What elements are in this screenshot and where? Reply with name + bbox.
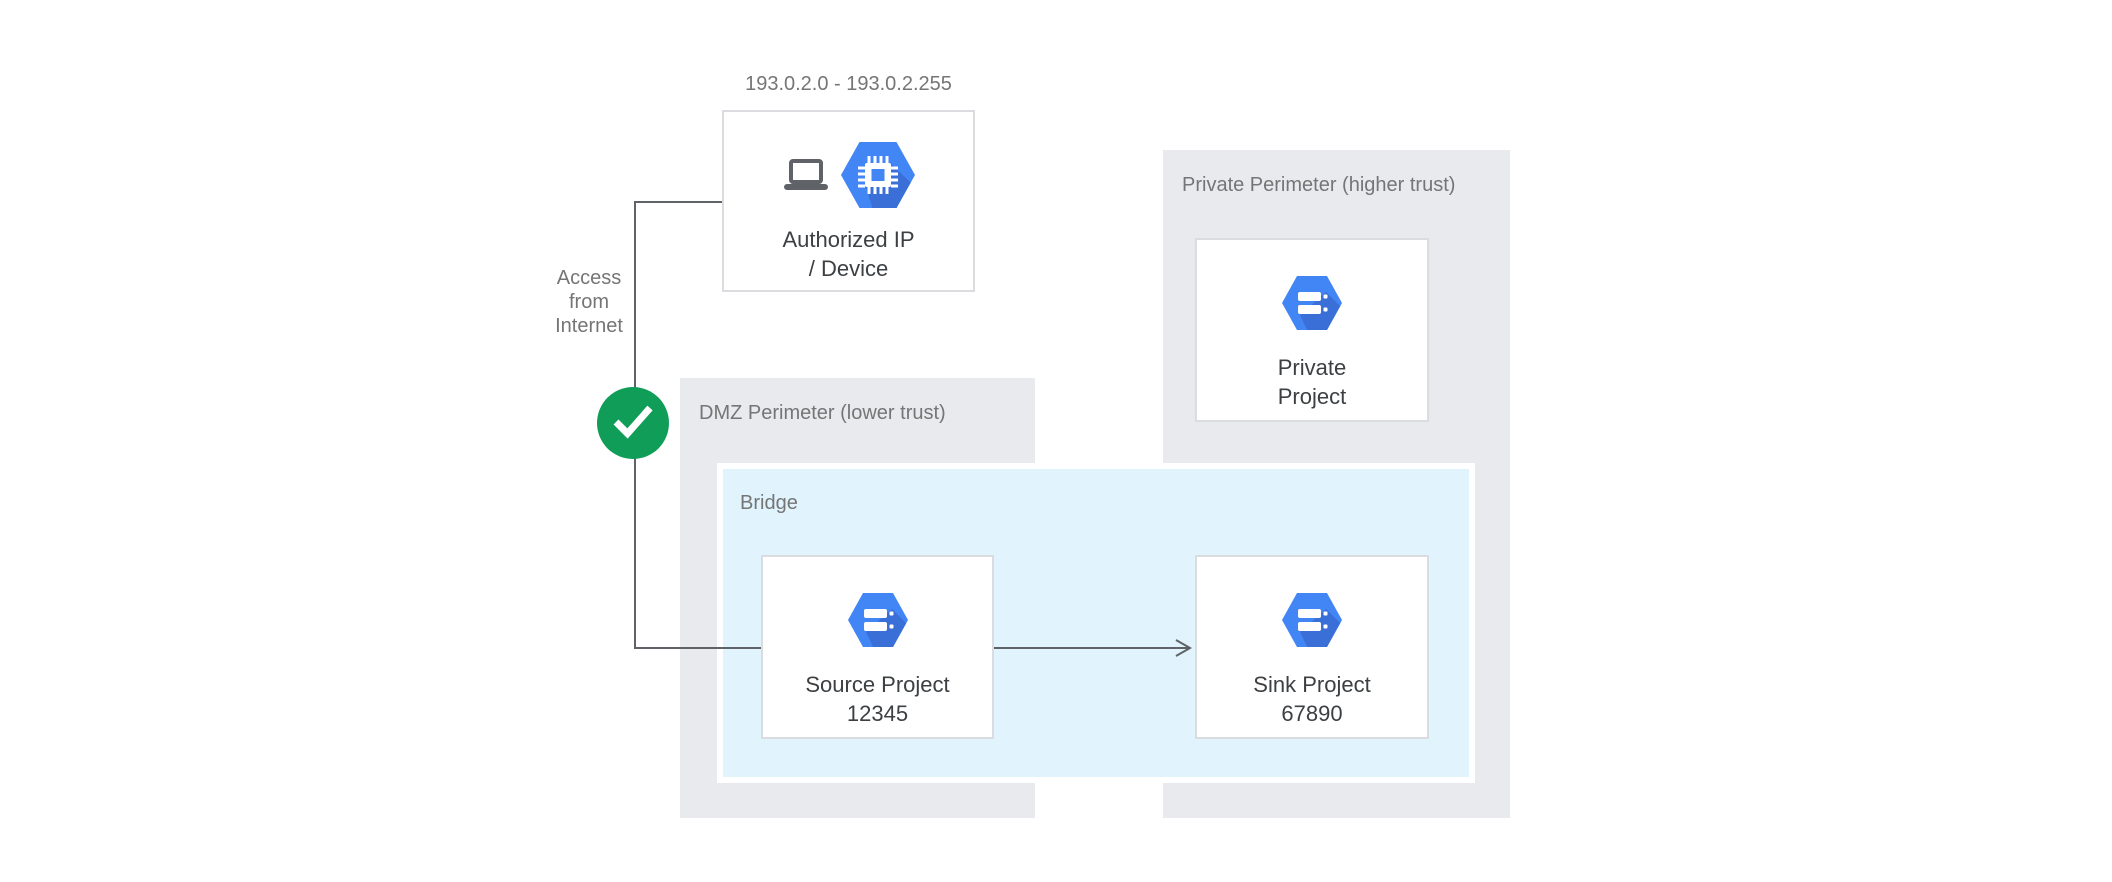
authorized-ip-device-node: Authorized IP / Device xyxy=(722,110,975,292)
ip-range-label: 193.0.2.0 - 193.0.2.255 xyxy=(745,73,952,95)
authorized-node-title: Authorized IP / Device xyxy=(782,227,915,281)
project-servers-hexagon-icon xyxy=(1282,593,1342,652)
private-perimeter-label: Private Perimeter (higher trust) xyxy=(1182,174,1456,196)
authorized-node-icons xyxy=(783,142,915,213)
access-from-internet-label: Access from Internet xyxy=(555,267,623,337)
source-project-title: Source Project 12345 xyxy=(805,672,950,726)
dmz-perimeter-label: DMZ Perimeter (lower trust) xyxy=(699,402,946,424)
private-project-title: Private Project xyxy=(1277,355,1347,409)
sink-project-node: Sink Project 67890 xyxy=(1195,555,1429,739)
project-servers-hexagon-icon xyxy=(1282,276,1342,335)
bridge-label: Bridge xyxy=(740,492,798,514)
cloud-chip-hexagon-icon xyxy=(840,142,915,213)
access-allowed-check-badge xyxy=(597,387,669,459)
servers-glyph xyxy=(863,609,893,631)
source-project-node: Source Project 12345 xyxy=(761,555,994,739)
private-project-node: Private Project xyxy=(1195,238,1429,422)
sink-project-title: Sink Project 67890 xyxy=(1253,672,1371,726)
project-servers-hexagon-icon xyxy=(847,593,908,652)
laptop-icon xyxy=(783,158,829,197)
check-icon xyxy=(597,385,669,462)
